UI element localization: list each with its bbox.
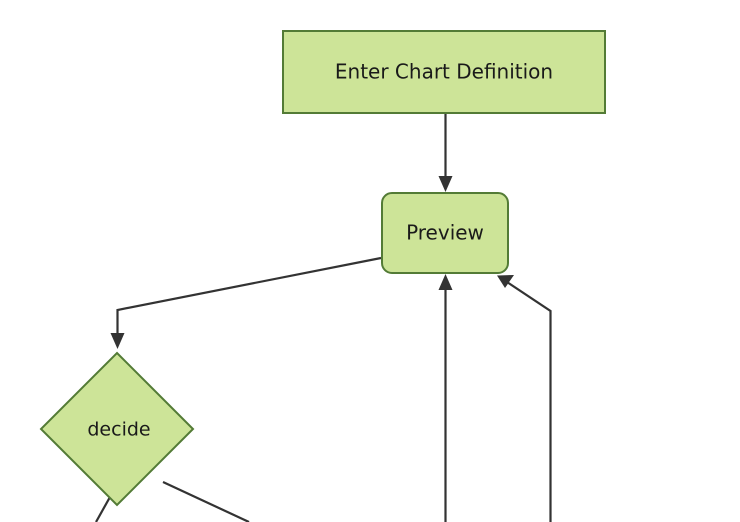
edge-bottom-to-preview-right-arrowhead [497,275,514,288]
edge-preview-to-decide [110,256,382,349]
node-decide[interactable]: decide [39,351,195,507]
edge-decide-bottom-left-line [95,496,111,522]
edge-decide-bottom-right [162,481,250,522]
edge-bottom-to-preview-right [497,275,552,522]
node-decide-shape[interactable] [39,351,195,507]
edge-bottom-to-preview-center [438,274,453,522]
edge-preview-to-decide-arrowhead [110,333,125,349]
node-preview-shape[interactable] [381,192,509,274]
node-preview[interactable]: Preview [381,192,509,274]
edge-bottom-to-preview-center-arrowhead [438,274,453,290]
edge-enter-to-preview [438,114,453,192]
node-enter-chart-definition[interactable]: Enter Chart Definition [282,30,606,114]
edge-enter-to-preview-arrowhead [438,176,453,192]
edge-bottom-to-preview-right-line [503,279,552,522]
edge-preview-to-decide-line [116,256,382,340]
node-enter-chart-definition-shape[interactable] [282,30,606,114]
edge-decide-bottom-left [95,496,111,522]
edge-decide-bottom-right-line [162,481,250,522]
